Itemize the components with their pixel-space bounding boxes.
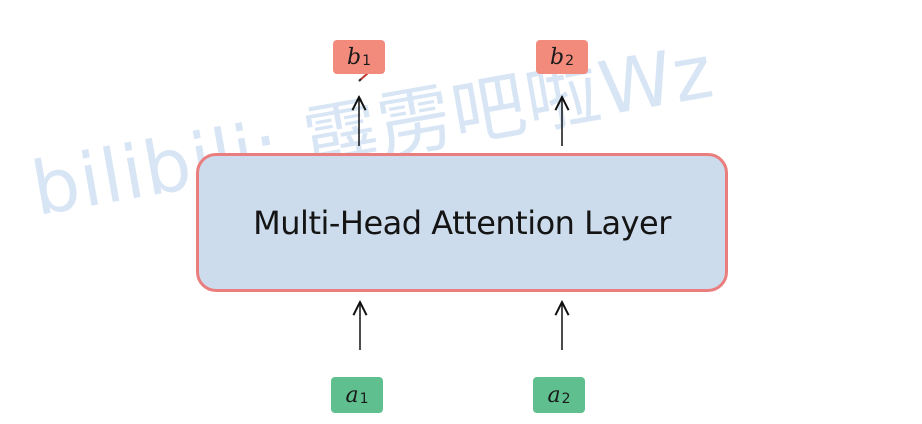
token-subscript: 1 — [362, 53, 371, 69]
token-letter: a — [547, 382, 561, 408]
layer-label: Multi-Head Attention Layer — [253, 203, 671, 242]
pen-cursor-icon — [358, 72, 369, 82]
token-subscript: 1 — [359, 391, 369, 407]
token-letter: b — [549, 44, 565, 70]
token-letter: a — [345, 382, 359, 408]
token-letter: b — [346, 44, 362, 70]
multi-head-attention-layer: Multi-Head Attention Layer — [196, 153, 728, 292]
token-subscript: 2 — [565, 53, 574, 69]
token-subscript: 2 — [561, 391, 571, 407]
